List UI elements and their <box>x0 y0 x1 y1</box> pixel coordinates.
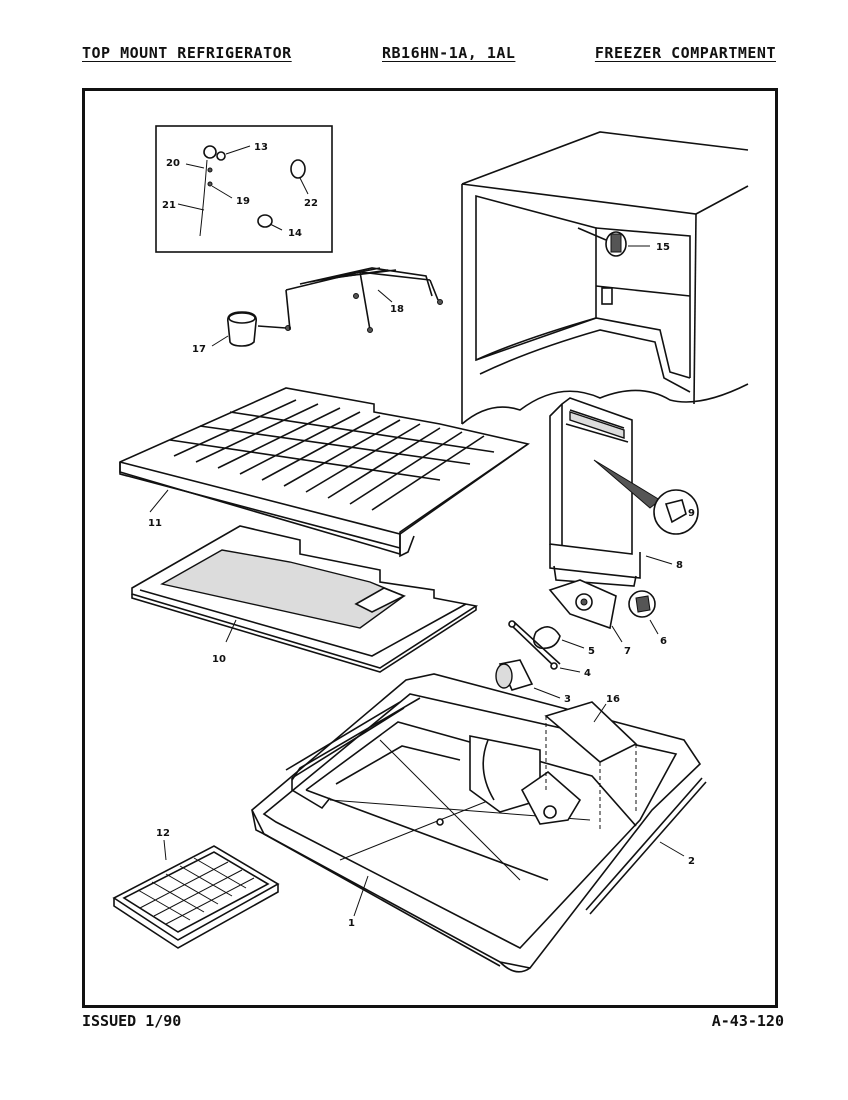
callout-9: 9 <box>688 508 695 519</box>
callout-16: 16 <box>606 694 620 705</box>
callout-14: 14 <box>288 228 302 239</box>
shelf-support <box>285 267 443 333</box>
callout-12: 12 <box>156 828 170 839</box>
callout-21: 21 <box>162 200 176 211</box>
freezer-cover-panel <box>131 525 479 673</box>
air-duct <box>549 397 699 587</box>
callout-4: 4 <box>584 668 591 679</box>
header-model-type: TOP MOUNT REFRIGERATOR <box>82 44 292 62</box>
header-section: FREEZER COMPARTMENT <box>594 44 776 62</box>
callout-3: 3 <box>564 694 571 705</box>
diagram-frame <box>82 88 778 1008</box>
fan-assembly <box>495 579 659 699</box>
callout-17: 17 <box>192 344 206 355</box>
light-bulb <box>211 311 291 347</box>
callout-2: 2 <box>688 856 695 867</box>
ice-tray <box>112 839 280 949</box>
freezer-liner <box>251 673 707 973</box>
footer-page-code: A-43-120 <box>711 1012 784 1030</box>
callout-labels: 1 2 3 4 5 6 7 8 9 10 11 12 13 14 15 16 1… <box>148 142 695 929</box>
callout-10: 10 <box>212 654 226 665</box>
callout-5: 5 <box>588 646 595 657</box>
inset-small-parts <box>155 125 333 253</box>
footer-issue-date: ISSUED 1/90 <box>82 1012 182 1030</box>
callout-1: 1 <box>348 918 355 929</box>
wire-shelf <box>119 387 530 558</box>
callout-11: 11 <box>148 518 162 529</box>
freezer-cabinet <box>461 131 749 425</box>
callout-6: 6 <box>660 636 667 647</box>
callout-15: 15 <box>656 242 670 253</box>
callout-18: 18 <box>390 304 404 315</box>
header-model-number: RB16HN-1A, 1AL <box>382 44 516 62</box>
callout-19: 19 <box>236 196 250 207</box>
callout-7: 7 <box>624 646 631 657</box>
callout-20: 20 <box>166 158 180 169</box>
callout-8: 8 <box>676 560 683 571</box>
callout-22: 22 <box>304 198 318 209</box>
callout-13: 13 <box>254 142 268 153</box>
